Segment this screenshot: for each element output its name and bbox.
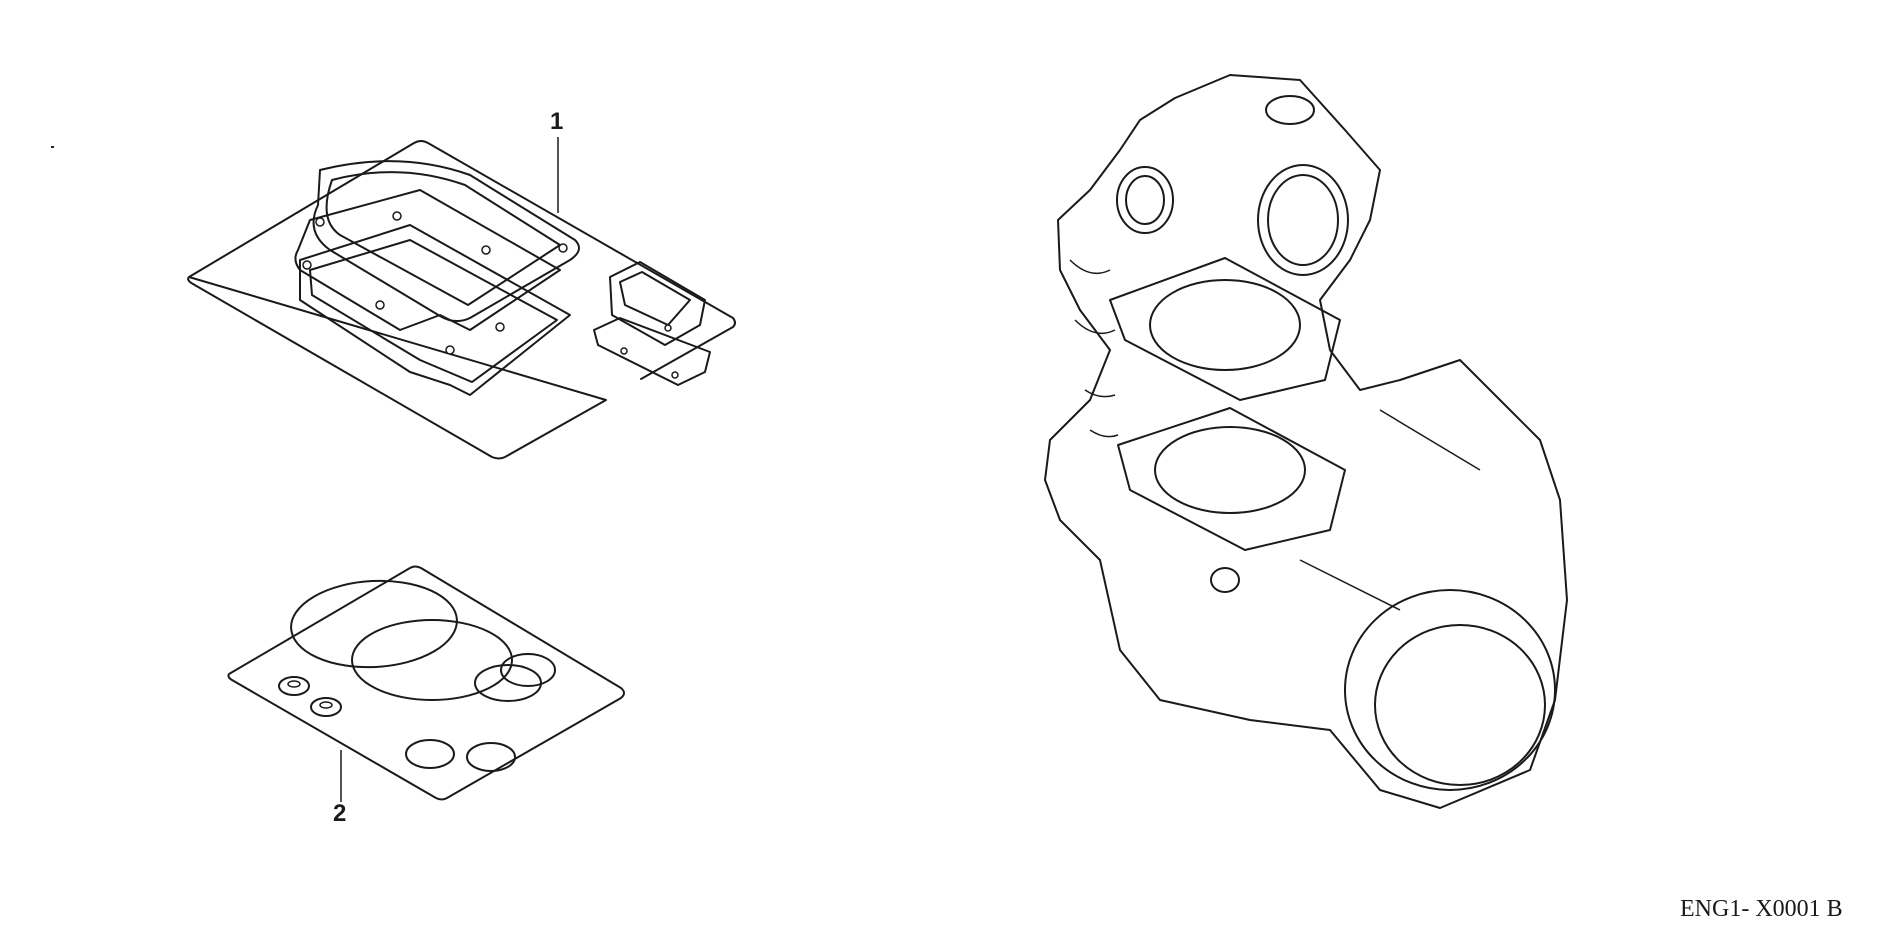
callout-2-label: 2 [333, 800, 347, 827]
engine-illustration [1044, 74, 1568, 809]
callout-1-label: 1 [550, 108, 564, 135]
gasket-kit-2-illustration [227, 565, 625, 802]
stray-mark [51, 146, 54, 148]
gasket-kit-1-illustration [187, 137, 736, 460]
diagram-code: ENG1- X0001 B [1680, 896, 1843, 922]
